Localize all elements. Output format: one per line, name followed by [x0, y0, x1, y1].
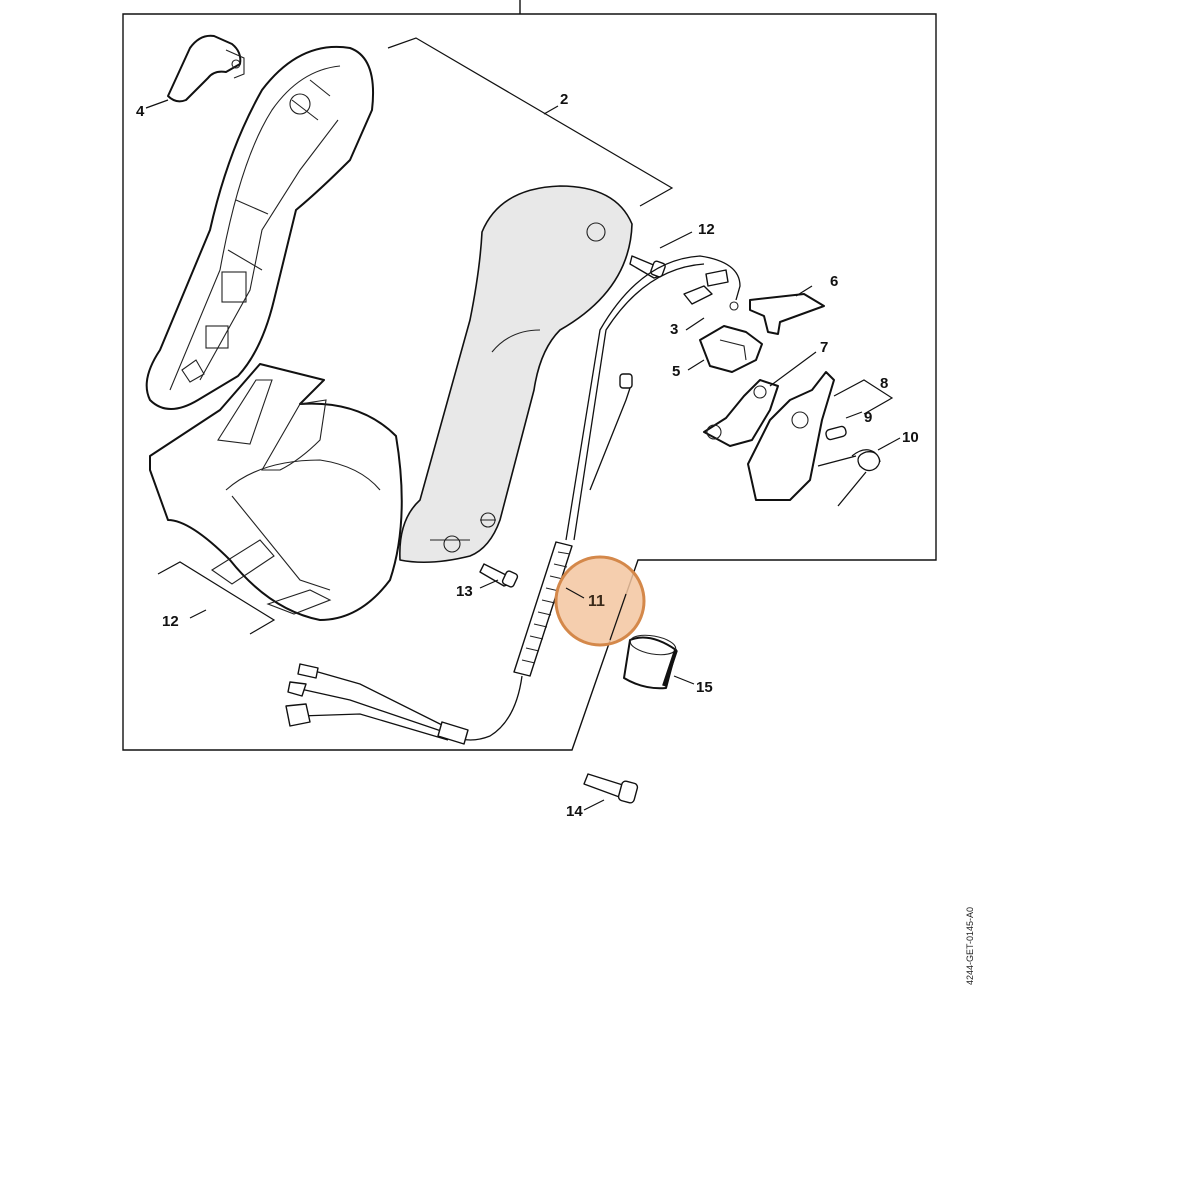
- label-part-8: 8: [880, 375, 888, 392]
- part-10-spring: [817, 449, 881, 507]
- label-part-10: 10: [902, 429, 919, 446]
- label-part-2: 2: [560, 91, 568, 108]
- assembly-frame: [122, 13, 937, 751]
- part-13-screw-upper: [629, 255, 666, 279]
- part-8-lock-lever: [747, 371, 835, 501]
- label-part-3: 3: [670, 321, 678, 338]
- part-13-screw-lower: [479, 563, 519, 588]
- label-part-13-upper: 12: [698, 221, 715, 238]
- label-part-11: 11: [588, 593, 605, 610]
- leader-lines: [145, 37, 901, 811]
- reference-code: 4244-GET-0145-A0: [965, 907, 975, 985]
- label-part-4: 4: [136, 103, 145, 120]
- wiring-harness: [285, 663, 469, 745]
- part-9-pin: [825, 425, 847, 441]
- label-part-6: 6: [830, 273, 838, 290]
- label-part-7: 7: [820, 339, 828, 356]
- part-14-screw: [583, 773, 639, 804]
- part-7-trigger: [703, 379, 779, 447]
- part-2-handle-half: [145, 46, 374, 410]
- label-part-15: 15: [696, 679, 713, 696]
- part-6-bracket: [749, 293, 825, 335]
- part-3-switch-wire: [565, 255, 741, 541]
- label-part-13-lower: 13: [456, 583, 473, 600]
- part-2-handle-cover: [399, 185, 633, 564]
- part-5-switch: [699, 325, 763, 373]
- part-12-housing: [149, 363, 403, 621]
- part-4-lever: [167, 34, 245, 103]
- label-part-14: 14: [566, 803, 583, 820]
- label-part-5: 5: [672, 363, 680, 380]
- label-part-9: 9: [864, 409, 872, 426]
- highlight-circle: [554, 555, 646, 647]
- part-15-sleeve: [623, 634, 678, 690]
- label-part-12: 12: [162, 613, 179, 630]
